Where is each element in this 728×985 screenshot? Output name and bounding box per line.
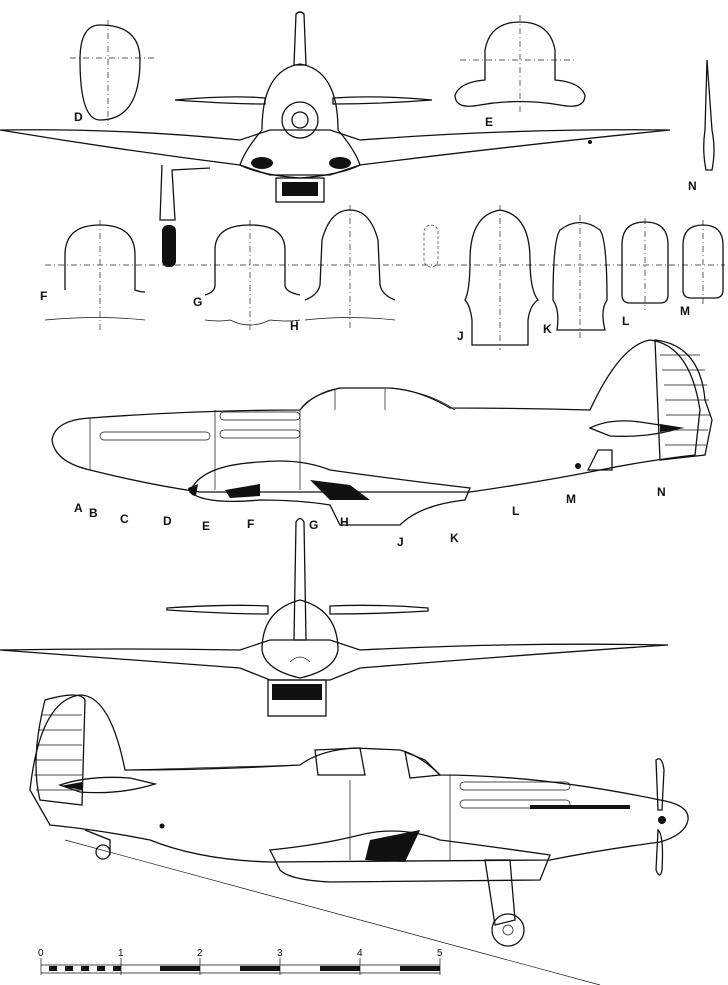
station-f: F [247, 517, 254, 531]
scale-tick-0: 0 [38, 948, 44, 959]
section-N: N [688, 59, 715, 193]
station-k: K [450, 531, 459, 545]
scale-tick-3: 3 [277, 948, 283, 959]
scale-tick-2: 2 [197, 948, 203, 959]
station-labels: A B C D E F G H J K L M N [74, 485, 666, 549]
station-d: D [163, 514, 172, 528]
cross-sections: F G H J K L M [40, 205, 725, 350]
scale-bar: 0 1 2 3 4 5 [38, 948, 443, 975]
label-f: F [40, 289, 47, 303]
station-c: C [120, 512, 129, 526]
station-l: L [512, 504, 519, 518]
station-g: G [309, 518, 318, 532]
scale-tick-1: 1 [118, 948, 124, 959]
section-E: E [454, 15, 586, 129]
label-e: E [485, 115, 493, 129]
label-l: L [622, 314, 629, 328]
label-d: D [74, 110, 83, 124]
front-view [0, 11, 671, 267]
label-k: K [543, 322, 552, 336]
label-h: H [290, 319, 299, 333]
scale-tick-4: 4 [357, 948, 363, 959]
station-e: E [202, 519, 210, 533]
station-j: J [397, 535, 404, 549]
label-m: M [680, 304, 690, 318]
station-a: A [74, 501, 83, 515]
section-D: D [70, 20, 155, 125]
station-h: H [340, 515, 349, 529]
side-view-right-facing [29, 694, 689, 985]
station-m: M [566, 492, 576, 506]
label-n: N [688, 179, 697, 193]
side-view-left-facing [51, 339, 713, 526]
label-g: G [193, 295, 202, 309]
station-b: B [89, 506, 98, 520]
station-n: N [657, 485, 666, 499]
rear-view [0, 517, 669, 717]
scale-tick-5: 5 [437, 948, 443, 959]
label-j: J [457, 329, 464, 343]
